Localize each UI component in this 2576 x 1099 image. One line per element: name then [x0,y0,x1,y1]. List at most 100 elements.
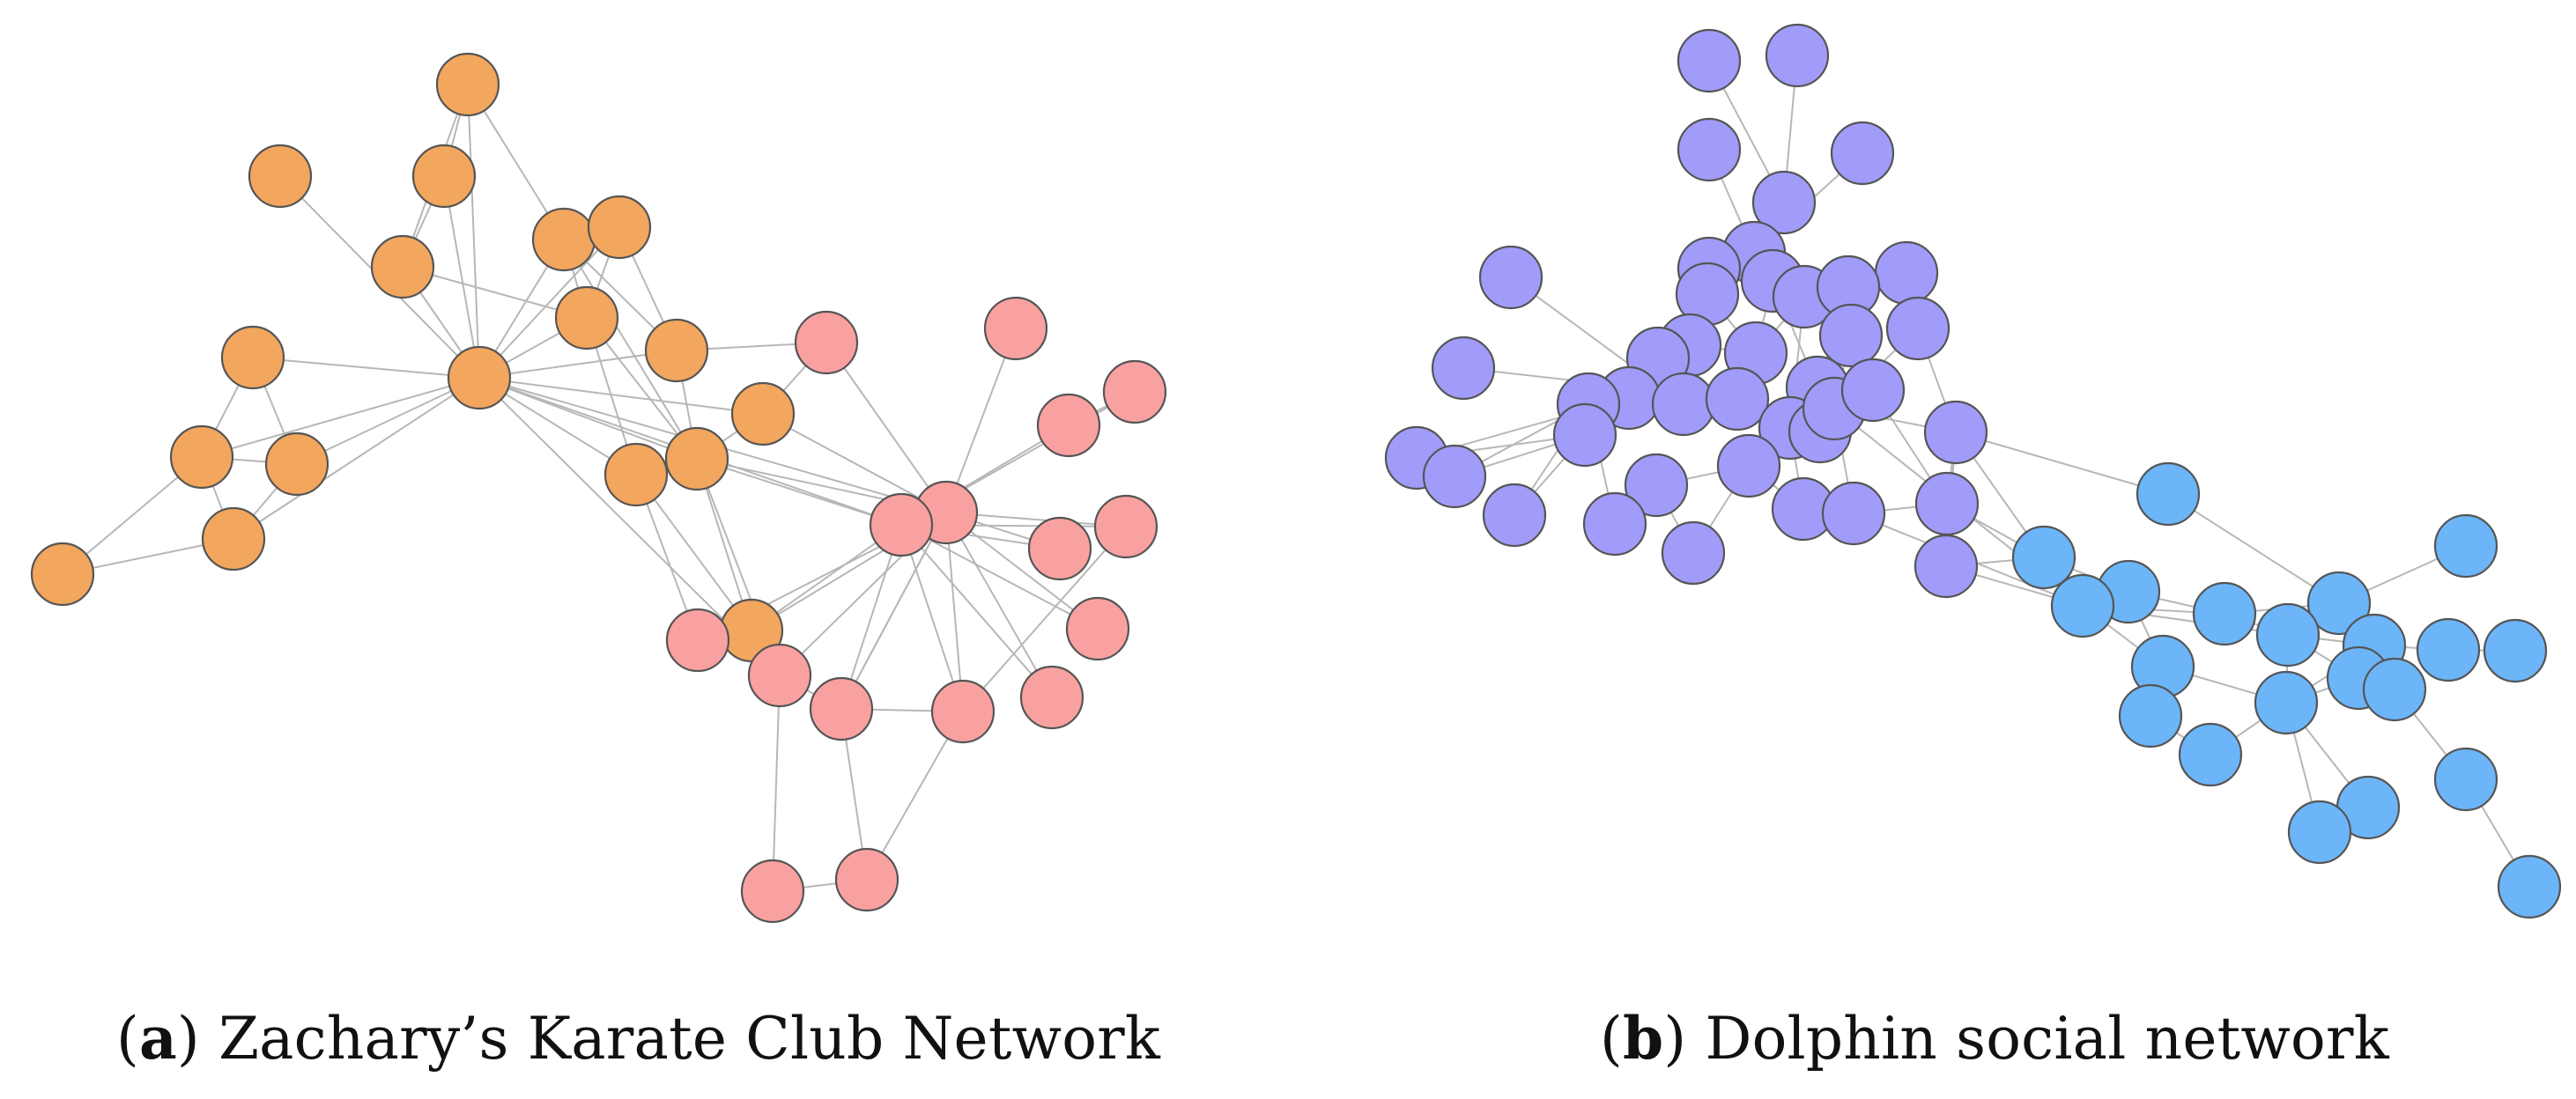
edge-k14-p5 [696,458,902,526]
edge-k13-k17 [635,474,752,631]
node-b15 [2118,683,2183,749]
node-d3 [1830,121,1895,186]
node-d29 [1923,400,1988,465]
edge-p5-p8 [900,524,1099,630]
edge-k12-k8 [478,377,764,415]
dolphin-nodes [1384,23,2562,919]
edge-p1-p4 [945,328,1017,513]
node-d28 [1552,402,1617,468]
node-b10 [2483,618,2548,683]
caption-a: (a) Zachary’s Karate Club Network [116,1004,1161,1073]
node-d1 [1765,23,1830,88]
node-k12 [730,381,796,446]
node-p8 [1065,596,1130,661]
node-p1 [983,296,1048,361]
edge-p12-p6 [962,526,1127,712]
edge-k11-k8 [296,377,480,465]
edge-p5-p12 [900,524,964,712]
node-p11 [809,676,874,741]
edge-p11-p4 [840,512,947,710]
node-k8 [447,345,512,410]
edge-p4-p13 [945,512,1053,698]
node-d21 [1651,372,1716,437]
node-k14 [664,426,729,491]
edge-k9-k8 [478,350,677,379]
edge-p10-p14 [772,675,781,892]
node-b1 [2433,513,2498,579]
edge-p4-p12 [945,512,964,712]
node-p10 [747,643,812,708]
edge-p12-p15 [866,711,964,881]
node-d39 [1661,520,1726,586]
node-d2 [1677,117,1742,182]
node-b5 [2192,581,2257,646]
caption-a-text: Zachary’s Karate Club Network [218,1005,1161,1073]
edge-k10-k8 [201,377,480,458]
node-p0 [794,310,859,375]
node-p5 [869,492,934,557]
karate-club-network [30,52,1167,924]
node-d13 [1885,296,1951,361]
node-d32 [1624,453,1689,518]
edge-p5-p11 [840,524,902,710]
dolphin-edges [1416,55,2530,888]
node-b2 [2011,525,2076,590]
caption-b-letter: b [1622,1004,1664,1073]
node-k16 [30,542,95,607]
node-d18 [1431,336,1496,401]
node-b17 [2433,747,2498,812]
node-b0 [2136,461,2201,527]
node-k4 [587,195,652,260]
node-d33 [1716,433,1781,498]
node-d8 [1874,240,1939,306]
node-d31 [1422,444,1487,509]
node-p7 [1027,516,1092,581]
node-k7 [220,325,285,390]
node-k5 [370,234,435,299]
edge-k12-p4 [762,413,947,513]
node-d35 [1582,491,1647,557]
node-b20 [2497,854,2562,919]
node-b13 [2362,657,2427,722]
caption-b: (b) Dolphin social network [1600,1004,2389,1073]
node-k2 [411,144,477,209]
node-d14 [1818,303,1884,368]
edge-k7-k8 [252,357,480,379]
node-d22 [1705,366,1770,431]
node-k0 [435,52,500,117]
node-k13 [603,442,669,507]
edge-k2-k8 [443,175,480,379]
node-d40 [1913,534,1979,599]
edge-p0-p4 [825,342,947,513]
node-d27 [1840,358,1906,423]
node-b4 [2050,573,2115,638]
node-k9 [644,318,709,383]
edge-k5-k6 [402,266,588,319]
node-b9 [2416,617,2481,682]
node-d37 [1821,481,1886,546]
caption-b-text: Dolphin social network [1705,1005,2389,1073]
node-k1 [248,144,313,209]
caption-a-letter: a [138,1004,177,1073]
node-b14 [2254,670,2319,735]
node-k11 [264,431,329,497]
node-p13 [1019,665,1084,730]
node-p3 [1036,393,1101,458]
node-p2 [1102,359,1167,424]
edge-k4-k8 [478,226,620,379]
node-d7 [1478,245,1543,310]
edge-b0-b6 [2167,493,2340,604]
node-p15 [834,847,899,912]
node-k15 [201,506,266,572]
edge-k15-k8 [233,377,480,540]
node-d34 [1482,483,1547,548]
node-b19 [2287,800,2352,865]
dolphin-network [1384,23,2562,919]
node-k6 [554,285,619,350]
node-b16 [2178,722,2243,787]
node-d0 [1677,28,1742,93]
edge-k0-k8 [467,84,480,379]
node-b7 [2255,602,2321,668]
node-p12 [930,679,996,744]
